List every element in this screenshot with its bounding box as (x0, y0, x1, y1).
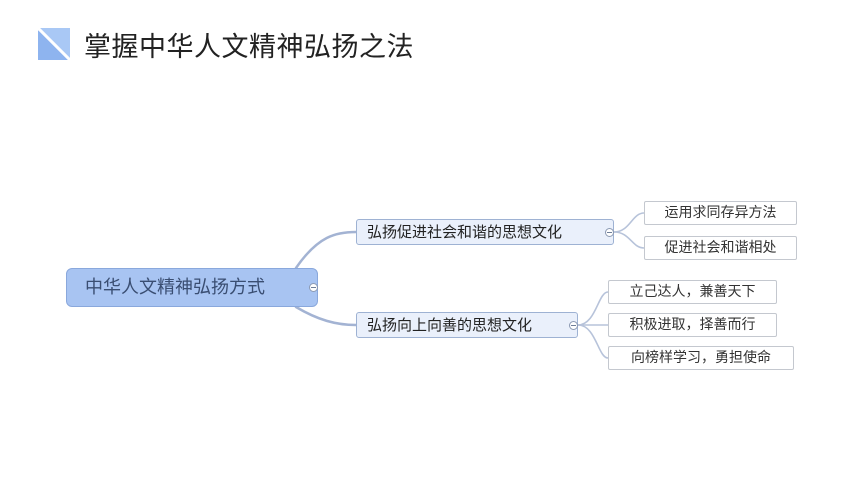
root-node-label: 中华人文精神弘扬方式 (85, 277, 265, 298)
connector-branch-2-leaf-1 (577, 291, 609, 326)
root-node[interactable]: 中华人文精神弘扬方式 (66, 268, 318, 307)
root-collapse-toggle[interactable] (309, 283, 318, 292)
leaf-node-harmonious-coexistence[interactable]: 促进社会和谐相处 (644, 236, 797, 260)
branch-node-label: 弘扬促进社会和谐的思想文化 (367, 223, 563, 241)
page-title: 掌握中华人文精神弘扬之法 (84, 31, 414, 63)
title-bar: 掌握中华人文精神弘扬之法 (38, 26, 414, 63)
title-triangle-icon (38, 28, 70, 60)
leaf-node-label: 积极进取，择善而行 (629, 317, 756, 333)
connector-branch-1-leaf-1 (613, 212, 645, 233)
connector-root-branch-1 (294, 230, 358, 270)
leaf-node-label: 运用求同存异方法 (664, 205, 777, 221)
leaf-node-strive-forward[interactable]: 积极进取，择善而行 (608, 313, 777, 337)
leaf-node-help-others[interactable]: 立己达人，兼善天下 (608, 280, 777, 304)
branch-2-collapse-toggle[interactable] (569, 321, 578, 330)
leaf-node-label: 促进社会和谐相处 (664, 240, 777, 256)
leaf-node-label: 向榜样学习，勇担使命 (631, 350, 771, 366)
branch-node-label: 弘扬向上向善的思想文化 (367, 316, 533, 334)
branch-node-social-harmony[interactable]: 弘扬促进社会和谐的思想文化 (356, 219, 614, 245)
connector-branch-1-leaf-2 (613, 231, 645, 249)
branch-node-upward-goodness[interactable]: 弘扬向上向善的思想文化 (356, 312, 578, 338)
branch-1-collapse-toggle[interactable] (605, 228, 614, 237)
leaf-node-label: 立己达人，兼善天下 (629, 284, 756, 300)
connector-root-branch-2 (294, 305, 358, 327)
connector-branch-2-leaf-3 (577, 324, 609, 359)
leaf-node-seek-common-ground[interactable]: 运用求同存异方法 (644, 201, 797, 225)
leaf-node-learn-from-role-models[interactable]: 向榜样学习，勇担使命 (608, 346, 794, 370)
